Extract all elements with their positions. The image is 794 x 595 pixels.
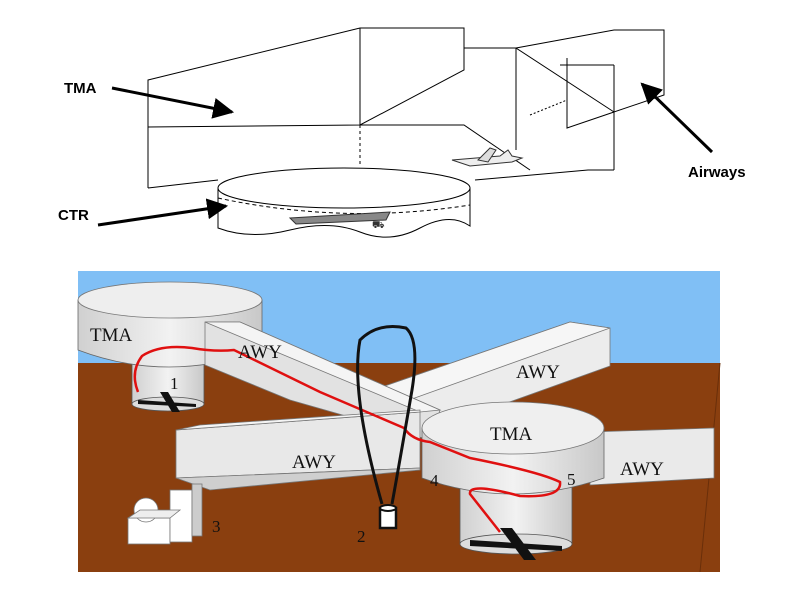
airway-front-left xyxy=(175,409,421,491)
tma-label-left: TMA xyxy=(90,325,133,346)
airways-label-top: Airways xyxy=(688,164,746,181)
top-airspace-diagram: ⛟ xyxy=(97,27,714,238)
flight-route xyxy=(133,345,562,533)
tma-volume xyxy=(147,27,615,189)
tma-label-top: TMA xyxy=(64,80,97,97)
buildings-icon xyxy=(126,483,203,545)
ctr-volume: ⛟ xyxy=(217,167,471,238)
point-label-2: 2 xyxy=(357,527,366,546)
tma-disc-right xyxy=(421,401,605,495)
awy-label-front-left: AWY xyxy=(292,452,336,473)
point-label-3: 3 xyxy=(212,517,221,536)
awy-label-back-right: AWY xyxy=(516,362,560,383)
awy-label-right: AWY xyxy=(620,459,664,480)
point-label-1: 1 xyxy=(170,374,179,393)
airway-diagonal xyxy=(204,321,442,441)
awy-label-diagonal: AWY xyxy=(238,342,282,363)
runway-icon-1 xyxy=(138,392,196,412)
tma-label-right: TMA xyxy=(490,424,533,445)
ctr-arrow xyxy=(97,198,229,227)
bottom-airspace-scene: TMA TMA AWY AWY AWY AWY 1 2 3 4 5 xyxy=(77,271,721,573)
tma-arrow xyxy=(111,86,235,119)
point-label-4: 4 xyxy=(430,471,439,490)
airways-volume xyxy=(514,29,665,150)
aircraft-icon xyxy=(451,147,524,167)
balloon-icon xyxy=(356,325,417,530)
svg-text:⛟: ⛟ xyxy=(372,220,385,231)
runway-icon-right xyxy=(470,528,562,560)
airways-arrow xyxy=(640,82,714,154)
point-label-5: 5 xyxy=(567,470,576,489)
ctr-label-top: CTR xyxy=(58,207,89,224)
